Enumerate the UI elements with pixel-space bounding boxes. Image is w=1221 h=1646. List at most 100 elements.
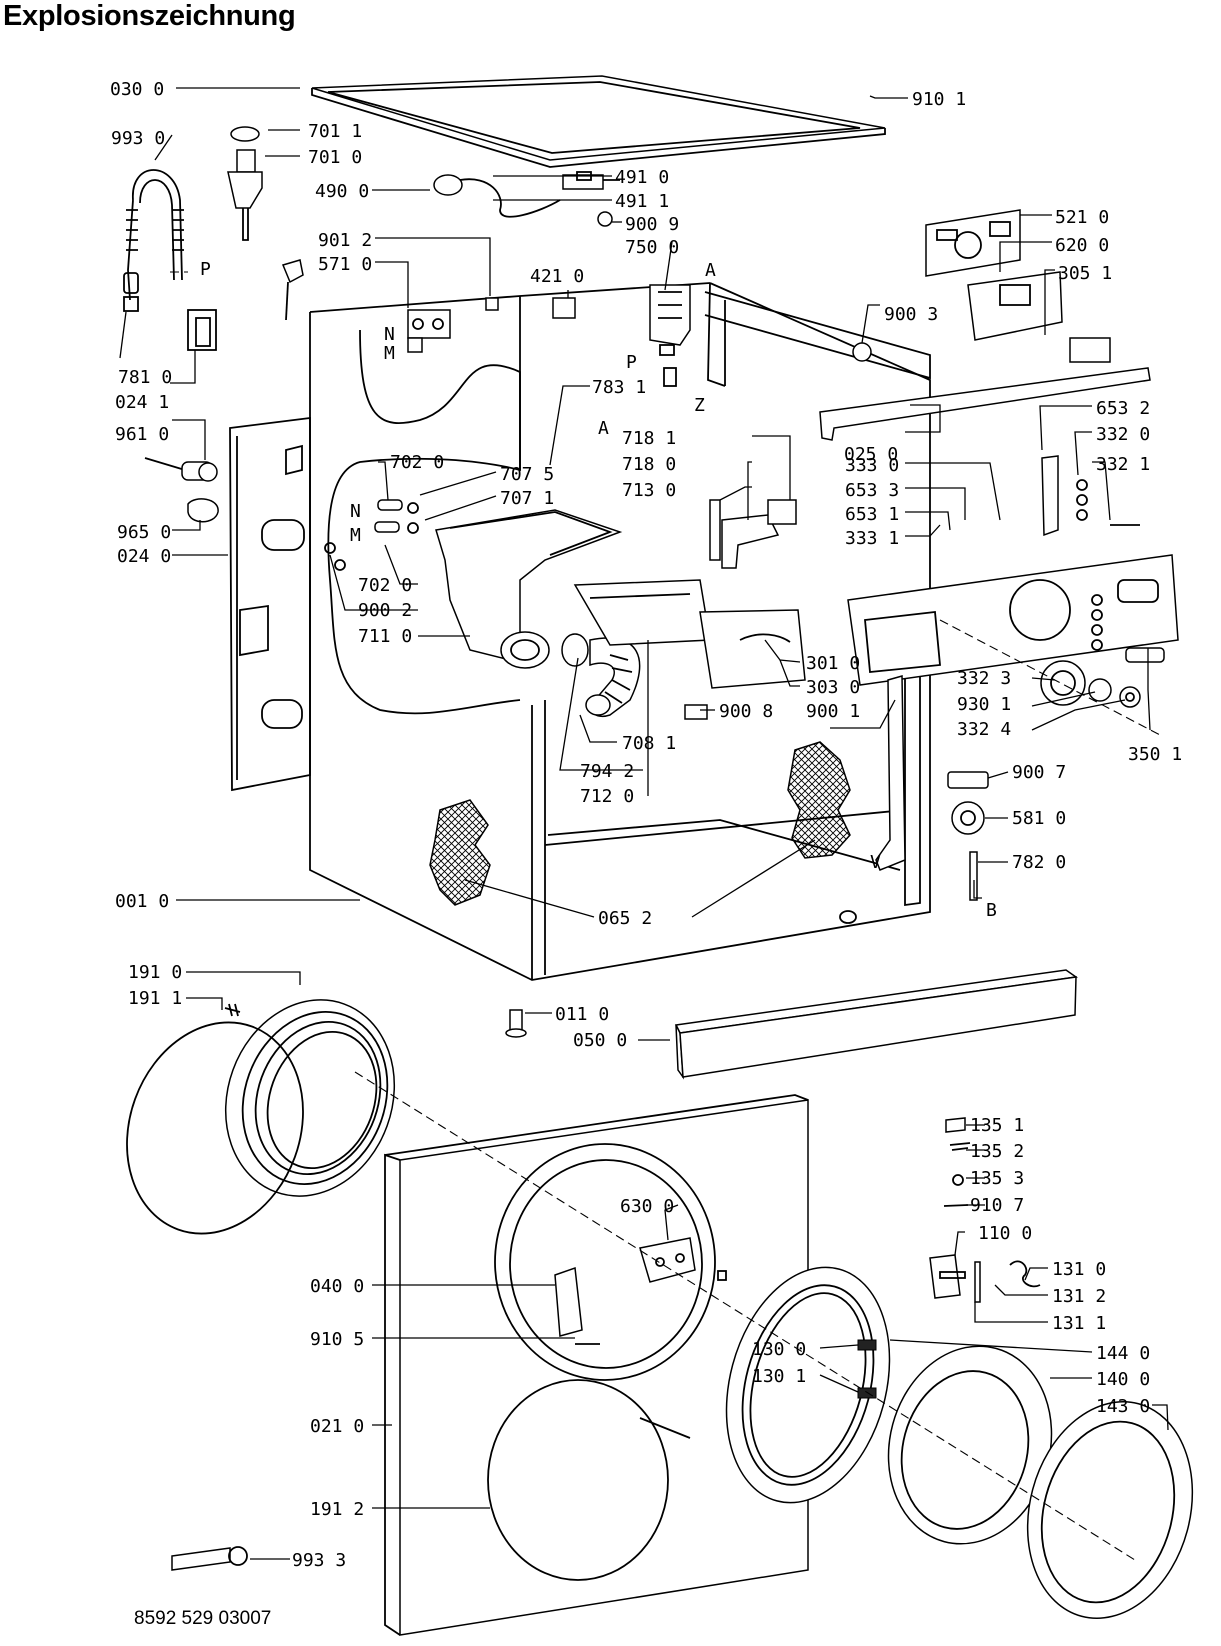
callout-label: 040 0 xyxy=(310,1276,364,1297)
callout-label: 571 0 xyxy=(318,254,372,275)
callout-label: 131 0 xyxy=(1052,1259,1106,1280)
water-inlet-valve xyxy=(407,309,451,353)
insulation-pad-left xyxy=(429,799,491,906)
component-713-0 xyxy=(709,499,721,561)
callout-label: 708 1 xyxy=(622,733,676,754)
callout-label: 305 1 xyxy=(1058,263,1112,284)
callout-label: 653 1 xyxy=(845,504,899,525)
callout-label: 718 1 xyxy=(622,428,676,449)
door-outer-frame xyxy=(725,1266,891,1504)
detergent-drawer xyxy=(573,579,806,689)
control-panel-fascia xyxy=(847,554,1179,686)
callout-label: 143 0 xyxy=(1096,1396,1150,1417)
centre-axes xyxy=(170,271,1161,1561)
component-718-1 xyxy=(767,499,797,525)
callout-label: 900 3 xyxy=(884,304,938,325)
clip-900-7 xyxy=(947,771,989,789)
clip-900-9 xyxy=(597,211,613,227)
callout-label: 030 0 xyxy=(110,79,164,100)
callout-label: 135 3 xyxy=(970,1168,1024,1189)
callout-label: 718 0 xyxy=(622,454,676,475)
door-inner-ring xyxy=(1026,1400,1194,1620)
letter-mark: M xyxy=(384,343,395,364)
letter-mark: V xyxy=(870,852,881,873)
push-button-block xyxy=(1041,455,1140,537)
letter-mark: N xyxy=(384,324,395,345)
callout-labels: 030 0 910 1 993 0 701 1 701 0 490 0 491 … xyxy=(110,79,1182,1571)
callout-label: 332 1 xyxy=(1096,454,1150,475)
callout-label: 491 1 xyxy=(615,191,669,212)
clip-901-2 xyxy=(485,297,499,311)
callout-label: 521 0 xyxy=(1055,207,1109,228)
letter-mark: A xyxy=(598,418,609,439)
callout-label: 050 0 xyxy=(573,1030,627,1051)
document-number: 8592 529 03007 xyxy=(134,1608,272,1629)
callout-label: 900 7 xyxy=(1012,762,1066,783)
callout-label: 191 0 xyxy=(128,962,182,983)
hose-clamp-left xyxy=(281,259,304,284)
mains-cable xyxy=(433,174,561,218)
callout-label: 707 1 xyxy=(500,488,554,509)
callout-label: 421 0 xyxy=(530,266,584,287)
rear-panel xyxy=(229,416,311,792)
callout-label: 001 0 xyxy=(115,891,169,912)
letter-mark: P xyxy=(200,259,211,280)
suppressor-filter xyxy=(562,171,620,190)
cover-965-0 xyxy=(187,498,219,523)
callout-label: 783 1 xyxy=(592,377,646,398)
leader-lines xyxy=(119,87,1169,1560)
worktop-lid xyxy=(311,75,886,168)
callout-label: 782 0 xyxy=(1012,852,1066,873)
insulation-pad-right xyxy=(787,741,851,859)
letter-marks: P A P Z N M A N M B V xyxy=(200,259,997,921)
dispenser-housing xyxy=(435,509,623,669)
door-seal-gasket xyxy=(224,999,396,1197)
control-module xyxy=(649,284,691,387)
detergent-inlet-plug xyxy=(227,126,263,241)
callout-label: 581 0 xyxy=(1012,808,1066,829)
callout-label: 910 5 xyxy=(310,1329,364,1350)
callout-label: 781 0 xyxy=(118,367,172,388)
button-350-1 xyxy=(1125,647,1165,663)
callout-label: 332 0 xyxy=(1096,424,1150,445)
callout-label: 191 1 xyxy=(128,988,182,1009)
door-hinge xyxy=(639,1237,696,1283)
callout-label: 910 1 xyxy=(912,89,966,110)
callout-label: 140 0 xyxy=(1096,1369,1150,1390)
front-panel xyxy=(384,1094,809,1636)
electronic-module xyxy=(925,209,1021,277)
wiring-harness-support xyxy=(875,675,906,871)
callout-label: 702 0 xyxy=(358,575,412,596)
callout-label: 712 0 xyxy=(580,786,634,807)
cabinet-body xyxy=(309,282,931,981)
callout-label: 794 2 xyxy=(580,761,634,782)
transport-bolt xyxy=(144,457,218,482)
inlet-hose xyxy=(123,169,217,351)
component-305-1 xyxy=(1069,337,1111,363)
callout-label: 024 0 xyxy=(117,546,171,567)
callout-label: 961 0 xyxy=(115,424,169,445)
callout-label: 702 0 xyxy=(390,452,444,473)
handle-spring xyxy=(1009,1260,1041,1288)
callout-label: 135 2 xyxy=(970,1141,1024,1162)
callout-label: 701 1 xyxy=(308,121,362,142)
letter-mark: A xyxy=(705,260,716,281)
clip-900-3 xyxy=(852,342,872,362)
door-lock-catch xyxy=(554,1266,583,1337)
callout-label: 303 0 xyxy=(806,677,860,698)
service-tool xyxy=(171,1546,248,1571)
detergent-valves xyxy=(324,499,419,571)
callout-label: 301 0 xyxy=(806,653,860,674)
pressure-switch xyxy=(951,801,985,835)
callout-label: 332 3 xyxy=(957,668,1011,689)
callout-label: 110 0 xyxy=(978,1223,1032,1244)
callout-label: 333 0 xyxy=(845,455,899,476)
handle-pin xyxy=(974,1261,981,1303)
callout-label: 900 9 xyxy=(625,214,679,235)
adjustable-foot xyxy=(505,1009,527,1038)
callout-label: 130 0 xyxy=(752,1339,806,1360)
letter-mark: M xyxy=(350,525,361,546)
callout-label: 021 0 xyxy=(310,1416,364,1437)
callout-label: 131 1 xyxy=(1052,1313,1106,1334)
cabinet-side-cutout xyxy=(327,329,521,715)
